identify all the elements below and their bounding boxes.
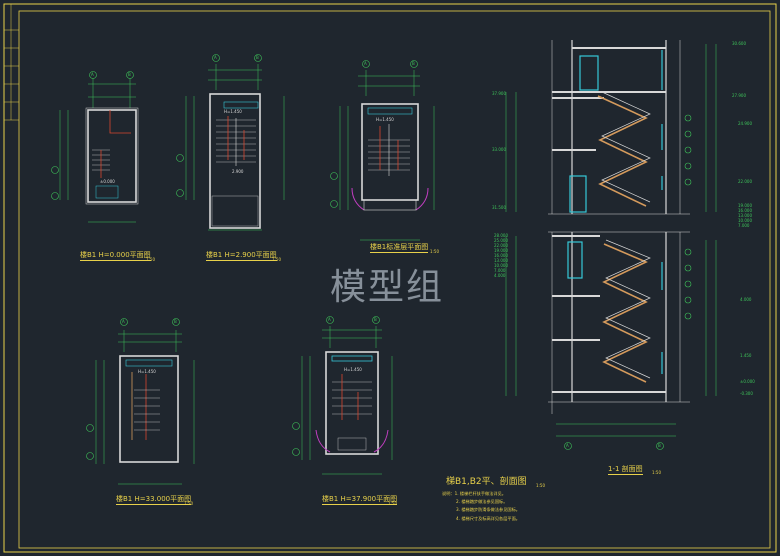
note-line: 3. 楼梯踏步防滑条做法参见国标。 [456, 507, 520, 513]
note-line: 4. 楼梯尺寸及标高详见各层平面。 [456, 515, 520, 521]
axis-tag: B [412, 61, 415, 66]
axis-tag: B [374, 317, 377, 322]
level-label: 19.000 [494, 248, 508, 253]
level-label: 13.000 [738, 213, 752, 218]
plan-h0 [51, 71, 139, 223]
plan-h33000 [86, 318, 195, 485]
section-1-1 [505, 40, 717, 450]
title-strip [4, 4, 19, 121]
left-level-list: 28.000 25.000 22.000 19.000 16.000 13.00… [494, 234, 508, 278]
scale-plan-h33000: 1:50 [184, 501, 193, 506]
sheet-border [3, 3, 777, 553]
scale-plan-h37900: 1:50 [388, 501, 397, 506]
plan-elev-mark: H=1.450 [138, 369, 156, 374]
drawing-frame [18, 10, 771, 549]
title-plan-standard: 楼B1标准层平面图 [370, 243, 429, 253]
plan-standard [330, 60, 435, 241]
level-label: 22.000 [738, 179, 752, 184]
plan-elev-mark: H=1.450 [344, 367, 362, 372]
level-label: 37.900 [492, 91, 506, 96]
axis-tag: B [658, 443, 661, 448]
scale-plan-standard: 1:50 [430, 249, 439, 254]
notes-block: 说明：1. 楼梯栏杆扶手做法详见。 2. 楼梯踏步做法参见国标。 3. 楼梯踏步… [442, 491, 520, 521]
scale-plan-h0: 1:50 [146, 257, 155, 262]
title-plan-h37900: 楼B1 H=37.900平面图 [322, 495, 398, 505]
level-label: 4.000 [740, 297, 752, 302]
title-plan-h33000: 楼B1 H=33.000平面图 [116, 495, 192, 505]
level-label: 4.000 [494, 273, 506, 278]
plan-elev-mark: H=1.450 [224, 109, 242, 114]
level-label: 10.000 [738, 218, 752, 223]
scale-section: 1:50 [652, 470, 661, 475]
sheet-scale: 1:50 [536, 483, 545, 488]
title-section: 1-1 剖面图 [608, 465, 643, 475]
scale-plan-h2900: 1:50 [272, 257, 281, 262]
level-label: 24.900 [738, 121, 752, 126]
level-label: 19.000 [738, 203, 752, 208]
plan-elev-mark: ±0.000 [100, 179, 115, 184]
level-label: 10.000 [494, 263, 508, 268]
sheet-title: 梯B1,B2平、剖面图 [446, 477, 527, 487]
level-label: 33.000 [492, 147, 506, 152]
level-label: 16.000 [738, 208, 752, 213]
level-label: 13.000 [494, 258, 508, 263]
level-label: 30.600 [732, 41, 746, 46]
note-line: 说明：1. 楼梯栏杆扶手做法详见。 [442, 491, 506, 496]
level-label: 22.000 [494, 243, 508, 248]
level-label: 16.000 [494, 253, 508, 258]
level-label: 7.000 [738, 223, 750, 228]
level-label: 31.500 [492, 205, 506, 210]
axis-tag: B [174, 319, 177, 324]
title-plan-h2900: 楼B1 H=2.900平面图 [206, 251, 277, 261]
axis-tag: B [256, 55, 259, 60]
level-label: 27.900 [732, 93, 746, 98]
watermark: 模型组 [330, 267, 445, 308]
level-label: 28.000 [494, 233, 508, 238]
level-label: -0.300 [740, 391, 753, 396]
axis-tag: A [91, 72, 94, 77]
level-label: ±0.000 [740, 379, 755, 384]
level-label: 7.000 [494, 268, 506, 273]
plan-elev-mark: H=1.450 [376, 117, 394, 122]
level-label: 1.450 [740, 353, 752, 358]
plan-h2900 [176, 54, 285, 231]
axis-tag: B [128, 72, 131, 77]
axis-tag: A [328, 317, 331, 322]
axis-tag: A [122, 319, 125, 324]
note-line: 2. 楼梯踏步做法参见国标。 [456, 499, 508, 505]
plan-elev-mark: 2.900 [232, 169, 244, 174]
axis-tag: A [214, 55, 217, 60]
plan-h37900 [292, 316, 393, 475]
right-level-list: 19.000 16.000 13.000 10.000 7.000 [738, 204, 752, 228]
title-plan-h0: 楼B1 H=0.000平面图 [80, 251, 151, 261]
level-label: 25.000 [494, 238, 508, 243]
axis-tag: A [566, 443, 569, 448]
axis-tag: A [364, 61, 367, 66]
